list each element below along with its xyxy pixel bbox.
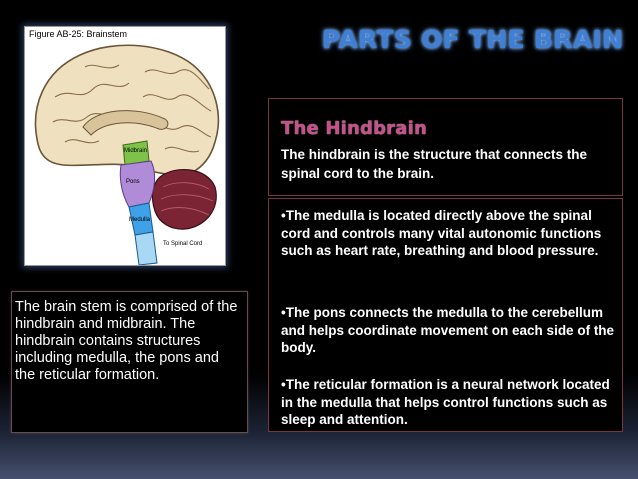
brainstem-summary-text: The brain stem is comprised of the hindb… bbox=[15, 299, 238, 383]
pons-label: Pons bbox=[126, 179, 140, 185]
cerebrum-shape bbox=[34, 44, 220, 176]
midbrain-label: Midbrain bbox=[124, 148, 148, 154]
spinal-cord-label: To Spinal Cord bbox=[163, 241, 203, 247]
spinal-cord-shape bbox=[134, 231, 158, 265]
brainstem-figure: Figure AB-25: Brainstem bbox=[24, 26, 226, 266]
figure-caption: Figure AB-25: Brainstem bbox=[29, 29, 128, 39]
hindbrain-description: The hindbrain is the structure that conn… bbox=[281, 147, 588, 181]
reticular-formation-bullet: •The reticular formation is a neural net… bbox=[281, 377, 610, 427]
cerebellum-shape bbox=[151, 169, 217, 230]
brain-illustration bbox=[34, 44, 220, 265]
pons-bullet: •The pons connects the medulla to the ce… bbox=[281, 305, 615, 355]
hindbrain-details-box: •The medulla is located directly above t… bbox=[268, 198, 623, 432]
medulla-bullet: •The medulla is located directly above t… bbox=[281, 208, 602, 258]
medulla-label: Medulla bbox=[129, 217, 151, 223]
slide-title: PARTS OF THE BRAIN bbox=[322, 25, 624, 54]
brainstem-summary-box: The brain stem is comprised of the hindb… bbox=[11, 291, 248, 433]
hindbrain-box: The Hindbrain The hindbrain is the struc… bbox=[268, 98, 623, 196]
corpus-callosum-shape bbox=[82, 110, 169, 136]
hindbrain-title: The Hindbrain bbox=[281, 118, 427, 139]
